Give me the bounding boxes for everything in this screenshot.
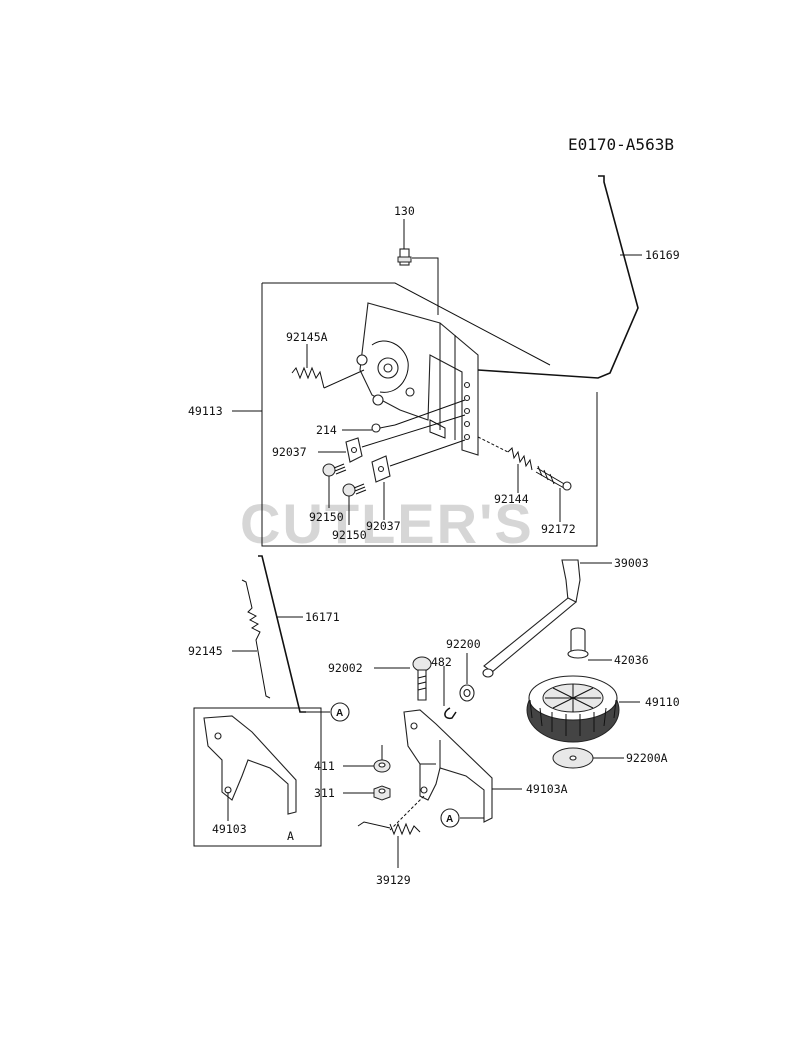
label-92037-lower: 92037 (366, 519, 401, 533)
rod-39003 (482, 559, 581, 678)
bushing-42036 (567, 627, 589, 659)
label-49113: 49113 (188, 404, 223, 418)
diagram-code: E0170-A563B (568, 135, 674, 154)
washer-92200 (459, 684, 475, 702)
label-16171: 16171 (305, 610, 340, 624)
bracket-49103 (203, 715, 297, 815)
spring-39129 (357, 795, 425, 836)
label-49110: 49110 (645, 695, 680, 709)
bolt-92172 (535, 465, 572, 491)
bracket-49103A (403, 709, 493, 823)
label-92200: 92200 (446, 637, 481, 651)
assembly-frame-49113 (261, 283, 598, 547)
label-130: 130 (394, 204, 415, 218)
label-92150-b: 92150 (332, 528, 367, 542)
label-311: 311 (314, 786, 335, 800)
label-92200A: 92200A (626, 751, 668, 765)
label-92037-upper: 92037 (272, 445, 307, 459)
label-92150-a: 92150 (309, 510, 344, 524)
screw-214 (371, 399, 466, 433)
rod-16169 (477, 175, 639, 379)
label-482: 482 (431, 655, 452, 669)
callout-a-upper-letter: A (336, 708, 343, 719)
clamp-92037-upper (345, 414, 466, 463)
bolt-130 (397, 241, 412, 266)
label-49103A: 49103A (526, 782, 568, 796)
label-411: 411 (314, 759, 335, 773)
spring-92145 (241, 579, 271, 699)
label-16169: 16169 (645, 248, 680, 262)
nut-311 (373, 785, 391, 801)
label-92144: 92144 (494, 492, 529, 506)
label-49103: 49103 (212, 822, 247, 836)
label-39003: 39003 (614, 556, 649, 570)
rod-16171 (258, 555, 306, 713)
watermark: CUTLER'S (240, 492, 534, 555)
washer-411 (373, 759, 391, 773)
spring-92144 (477, 436, 533, 471)
label-39129: 39129 (376, 873, 411, 887)
clamp-92037-lower (371, 439, 466, 483)
label-92145A: 92145A (286, 330, 328, 344)
clip-482 (444, 707, 457, 720)
spring-92145A (291, 366, 365, 389)
leader-130-tail (412, 257, 439, 315)
label-42036: 42036 (614, 653, 649, 667)
label-92002: 92002 (328, 661, 363, 675)
bolt-92150-a (322, 463, 347, 477)
assembly-frame-top (262, 282, 551, 366)
callout-a-lower (440, 808, 460, 828)
label-214: 214 (316, 423, 337, 437)
control-plate (356, 302, 479, 456)
label-92172: 92172 (541, 522, 576, 536)
pin-92002 (412, 656, 432, 701)
gear-49110 (526, 675, 620, 743)
detail-letter-a: A (287, 829, 294, 843)
callout-a-lower-letter: A (446, 814, 453, 825)
callout-a-upper (330, 702, 350, 722)
detail-box-49103 (193, 707, 322, 847)
label-92145: 92145 (188, 644, 223, 658)
washer-92200A (552, 747, 594, 769)
